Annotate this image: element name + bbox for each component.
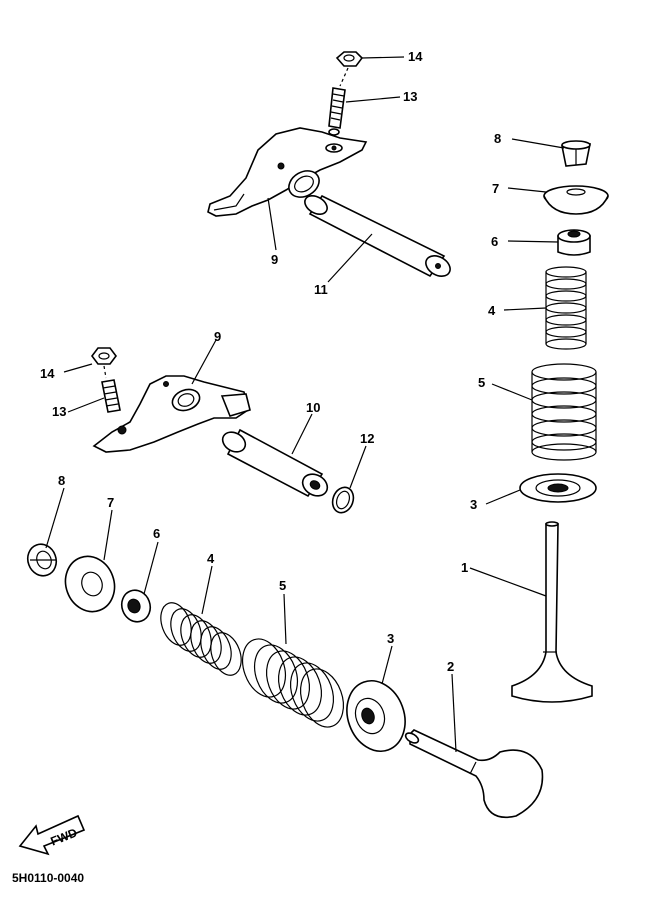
- nut-part-14-lower: [91, 347, 117, 365]
- callout-13-upper: 13: [403, 89, 417, 104]
- callout-9-lower: 9: [214, 329, 221, 344]
- adjusting-screw-part-13-lower: [101, 379, 121, 413]
- valve-part-2: [404, 729, 544, 819]
- callout-3-lower: 3: [387, 631, 394, 646]
- rocker-shaft-part-10: [221, 428, 329, 498]
- spring-retainer-part-7-lower: [64, 555, 116, 613]
- callout-4-upper: 4: [488, 303, 496, 318]
- valve-collet-part-8-lower: [26, 543, 58, 577]
- rocker-arm-part-9-upper: [207, 127, 368, 217]
- inner-valve-spring-part-4-upper: [545, 266, 587, 350]
- callout-14-lower: 14: [40, 366, 55, 381]
- callout-1: 1: [461, 560, 468, 575]
- callout-6-lower: 6: [153, 526, 160, 541]
- o-ring-part-12: [331, 486, 355, 514]
- callout-14-upper: 14: [408, 49, 423, 64]
- callout-2: 2: [447, 659, 454, 674]
- adjusting-screw-part-13-upper: [328, 87, 346, 136]
- callout-4-lower: 4: [207, 551, 215, 566]
- callout-3-upper: 3: [470, 497, 477, 512]
- callout-8-lower: 8: [58, 473, 65, 488]
- valve-collet-part-8-upper: [561, 140, 591, 167]
- callout-7-lower: 7: [107, 495, 114, 510]
- outer-valve-spring-part-5-lower: [241, 638, 345, 728]
- rocker-arm-part-9-lower: [92, 375, 251, 453]
- spring-seat-part-3-lower: [346, 680, 406, 752]
- leader-lines: [45, 56, 565, 753]
- valve-stem-seal-part-6-lower: [120, 589, 152, 623]
- callout-12: 12: [360, 431, 374, 446]
- forward-direction-arrow: FWD: [18, 814, 86, 856]
- spring-seat-part-3-upper: [519, 473, 597, 503]
- callout-10: 10: [306, 400, 320, 415]
- valve-stem-seal-part-6-upper: [557, 229, 591, 256]
- diagram-code: 5H0110-0040: [12, 871, 84, 885]
- nut-part-14-upper: [335, 51, 364, 67]
- spring-retainer-part-7-upper: [543, 185, 609, 215]
- callout-9-upper: 9: [271, 252, 278, 267]
- callout-11: 11: [314, 282, 328, 297]
- callout-13-lower: 13: [52, 404, 66, 419]
- callout-5-upper: 5: [478, 375, 485, 390]
- inner-valve-spring-part-4-lower: [160, 602, 242, 676]
- callout-7-upper: 7: [492, 181, 499, 196]
- callout-5-lower: 5: [279, 578, 286, 593]
- callout-6-upper: 6: [491, 234, 498, 249]
- rocker-shaft-part-11: [304, 194, 451, 278]
- valve-part-1: [511, 521, 593, 703]
- callout-8-upper: 8: [494, 131, 501, 146]
- outer-valve-spring-part-5-upper: [531, 363, 597, 461]
